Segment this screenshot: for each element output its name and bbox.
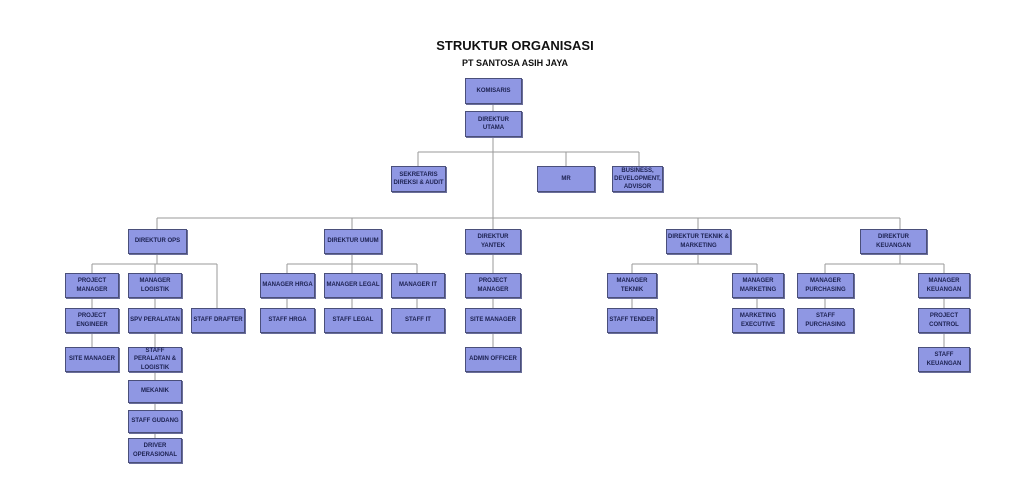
node-ops-project-manager: PROJECT MANAGER (65, 273, 119, 298)
node-direktur-yantek: DIREKTUR YANTEK (465, 229, 521, 254)
node-business: BUSINESS, DEVELOPMENT, ADVISOR (612, 166, 663, 192)
node-manager-teknik: MANAGER TEKNIK (607, 273, 657, 298)
node-staff-peralatan: STAFF PERALATAN & LOGISTIK (128, 347, 182, 372)
node-staff-it: STAFF IT (391, 308, 445, 333)
node-staff-tender: STAFF TENDER (607, 308, 657, 333)
node-manager-keuangan: MANAGER KEUANGAN (918, 273, 970, 298)
node-mekanik: MEKANIK (128, 380, 182, 403)
node-manager-purchasing: MANAGER PURCHASING (797, 273, 854, 298)
node-ops-project-engineer: PROJECT ENGINEER (65, 308, 119, 333)
node-direktur-ops: DIREKTUR OPS (128, 229, 187, 254)
node-direktur-umum: DIREKTUR UMUM (324, 229, 382, 254)
node-spv-peralatan: SPV PERALATAN (128, 308, 182, 333)
node-manager-logistik: MANAGER LOGISTIK (128, 273, 182, 298)
node-yantek-site-manager: SITE MANAGER (465, 308, 521, 333)
node-manager-it: MANAGER IT (391, 273, 445, 298)
node-driver: DRIVER OPERASIONAL (128, 438, 182, 463)
node-staff-hrga: STAFF HRGA (260, 308, 315, 333)
node-direktur-teknik: DIREKTUR TEKNIK & MARKETING (666, 229, 731, 254)
node-staff-purchasing: STAFF PURCHASING (797, 308, 854, 333)
node-ops-site-manager: SITE MANAGER (65, 347, 119, 372)
node-direktur-keuangan: DIREKTUR KEUANGAN (860, 229, 927, 254)
node-admin-officer: ADMIN OFFICER (465, 347, 521, 372)
node-sekretaris: SEKRETARIS DIREKSI & AUDIT (391, 166, 446, 192)
node-direktur-utama: DIREKTUR UTAMA (465, 111, 522, 137)
node-staff-legal: STAFF LEGAL (324, 308, 382, 333)
node-project-control: PROJECT CONTROL (918, 308, 970, 333)
node-staff-keuangan: STAFF KEUANGAN (918, 347, 970, 372)
node-mr: MR (537, 166, 595, 192)
chart-title: STRUKTUR ORGANISASI (436, 38, 594, 53)
node-staff-gudang: STAFF GUDANG (128, 410, 182, 433)
node-manager-marketing: MANAGER MARKETING (732, 273, 784, 298)
node-yantek-project-manager: PROJECT MANAGER (465, 273, 521, 298)
node-manager-legal: MANAGER LEGAL (324, 273, 382, 298)
node-marketing-executive: MARKETING EXECUTIVE (732, 308, 784, 333)
company-name: PT SANTOSA ASIH JAYA (461, 58, 569, 68)
node-staff-drafter: STAFF DRAFTER (191, 308, 245, 333)
node-komisaris: KOMISARIS (465, 78, 522, 104)
node-manager-hrga: MANAGER HRGA (260, 273, 315, 298)
